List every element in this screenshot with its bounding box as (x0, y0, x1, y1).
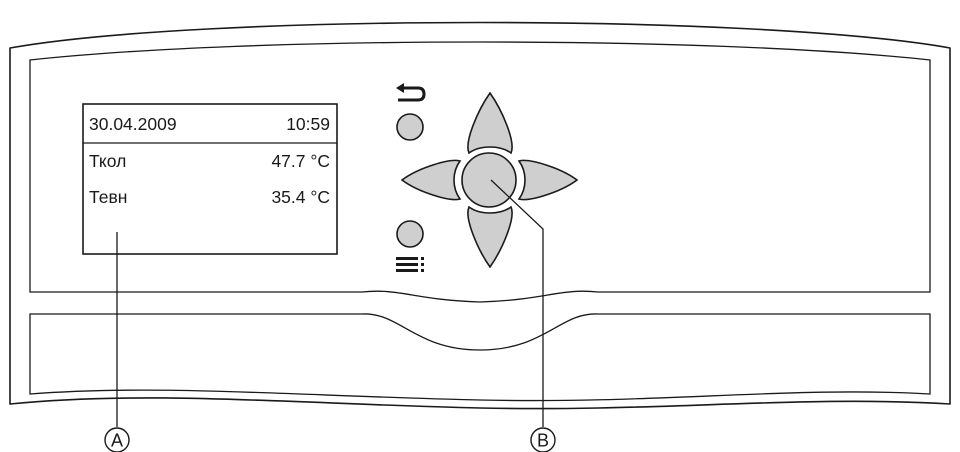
lower-panel-outline (29, 313, 931, 402)
callout-a: A (104, 232, 130, 452)
menu-icon (396, 257, 424, 272)
back-arrow-icon (398, 86, 426, 102)
callout-b-marker (530, 427, 556, 452)
callout-b-label: B (537, 431, 549, 451)
lcd-row-label: Тевн (89, 187, 127, 207)
lcd-row-value: 35.4 °C (271, 187, 330, 207)
back-button-group[interactable] (396, 83, 426, 141)
lcd-row-value: 47.7 °C (271, 151, 330, 171)
upper-panel-outline (29, 41, 931, 303)
back-arrow-head (396, 83, 404, 93)
back-button[interactable] (396, 113, 424, 141)
menu-button-group[interactable] (396, 220, 424, 272)
nav-up-button[interactable] (467, 91, 513, 155)
callout-b-leader (490, 179, 544, 427)
callout-b: B (490, 179, 556, 452)
lcd-time: 10:59 (286, 114, 330, 134)
lcd-display: 30.04.2009 10:59 Ткол 47.7 °C Тевн 35.4 … (82, 103, 338, 255)
callout-a-marker (104, 427, 130, 452)
callout-a-label: A (111, 431, 123, 451)
lcd-date: 30.04.2009 (89, 114, 177, 134)
nav-right-button[interactable] (517, 159, 579, 201)
ok-button[interactable] (461, 152, 517, 208)
lcd-frame (82, 103, 338, 255)
menu-button[interactable] (396, 220, 424, 248)
nav-down-button[interactable] (467, 205, 513, 269)
housing-outline (9, 21, 951, 410)
lcd-row-label: Ткол (89, 151, 126, 171)
nav-left-button[interactable] (400, 159, 462, 201)
navigation-pad[interactable] (400, 91, 579, 269)
